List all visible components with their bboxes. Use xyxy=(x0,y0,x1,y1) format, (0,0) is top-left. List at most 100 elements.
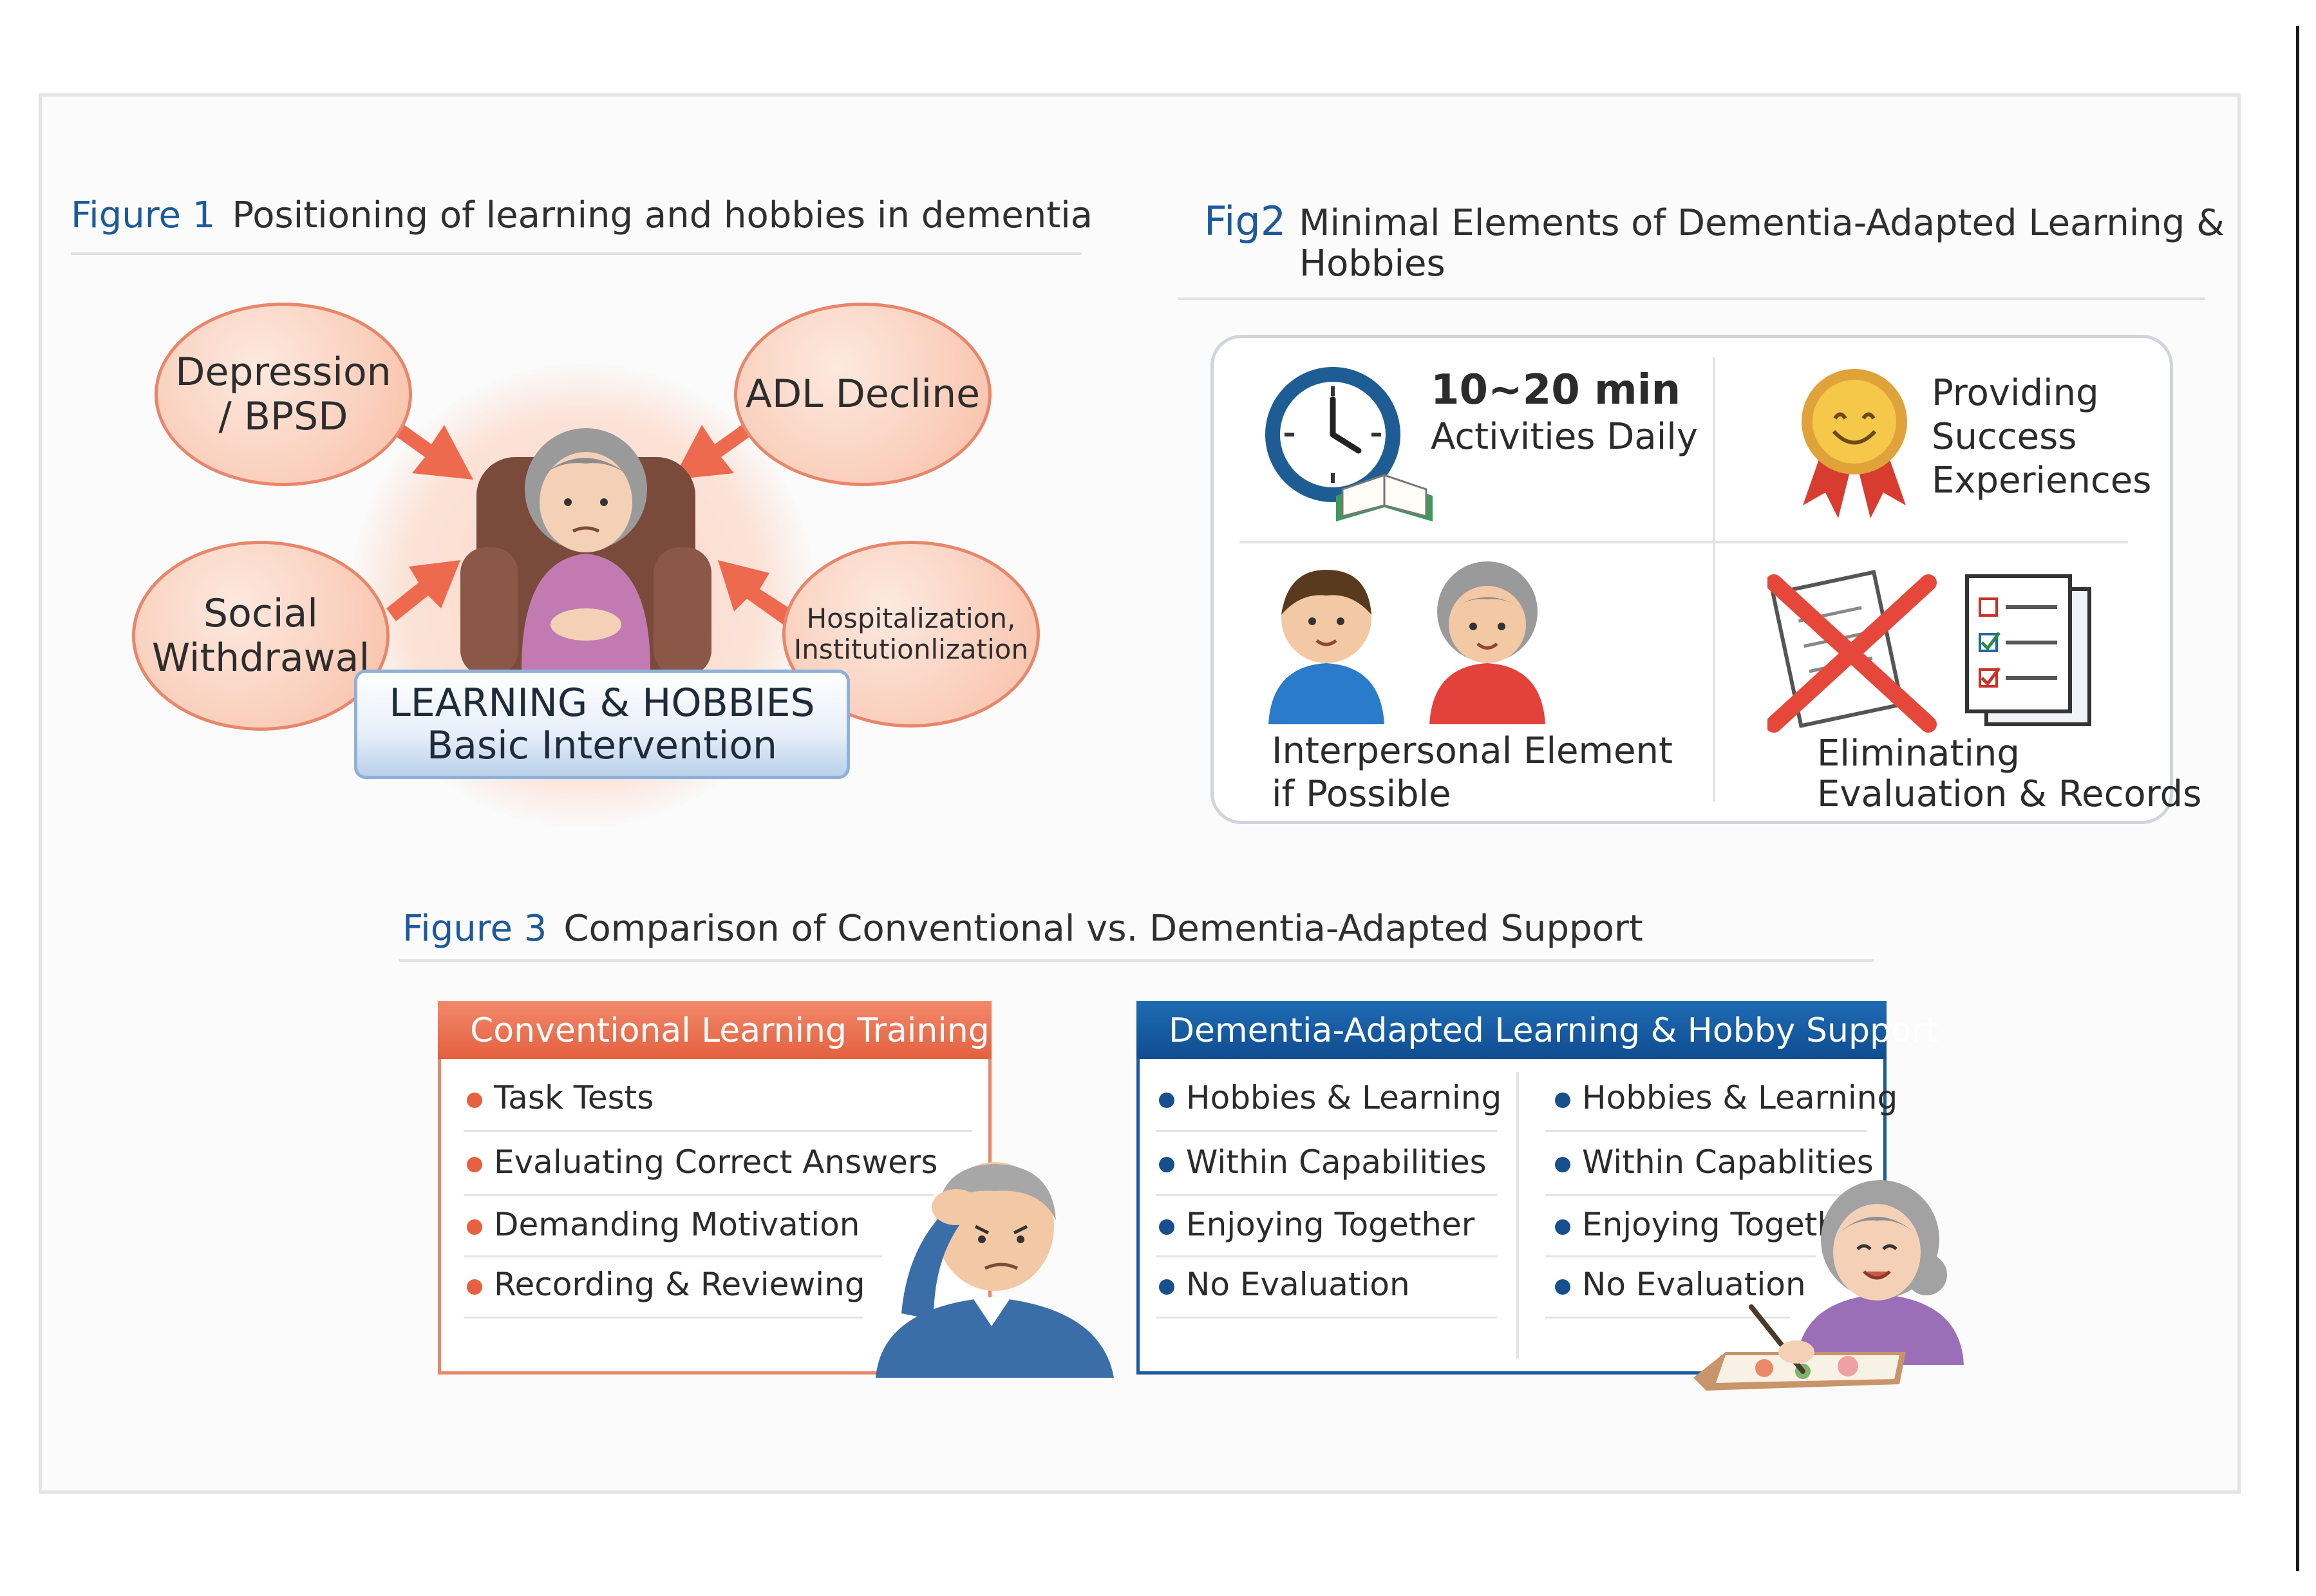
figure1-underline xyxy=(71,252,1082,255)
clock-icon xyxy=(1265,367,1433,521)
checklist-icon xyxy=(1965,574,2091,726)
daily-line2: Activities Daily xyxy=(1431,416,1698,458)
adapted-header: Dementia-Adapted Learning & Hobby Suppor… xyxy=(1136,1001,1939,1060)
people-icon xyxy=(1268,561,1545,724)
figure2-title-line1: Minimal Elements of Dementia-Adapted Lea… xyxy=(1299,202,2225,244)
row-separator xyxy=(464,1255,882,1257)
bubble-depression: Depression/ BPSD xyxy=(155,303,412,486)
adapted-right-item-text: Within Capablities xyxy=(1582,1143,1874,1181)
bullet-icon xyxy=(1555,1219,1570,1235)
arrow-depression xyxy=(380,412,473,480)
bullet-icon xyxy=(1159,1092,1174,1108)
figure3-underline xyxy=(399,959,1874,962)
arrow-hospital xyxy=(718,560,805,631)
bullet-icon xyxy=(1555,1092,1570,1108)
bullet-icon xyxy=(467,1219,482,1235)
row-separator xyxy=(464,1130,972,1132)
worried-man-illustration xyxy=(876,1162,1114,1378)
adapted-left-item-text: No Evaluation xyxy=(1186,1266,1410,1303)
adapted-left-item: Enjoying Together xyxy=(1159,1205,1474,1244)
eliminated-documents-icon xyxy=(1767,570,2091,733)
bubble-adl-text: ADL Decline xyxy=(745,371,981,417)
figure3-title-text: Comparison of Conventional vs. Dementia-… xyxy=(563,908,1643,950)
row-separator xyxy=(1156,1194,1497,1196)
daily-line1: 10~20 min xyxy=(1431,366,1681,414)
bubble-hospital-line1: Hospitalization, xyxy=(806,602,1016,634)
success-line3: Experiences xyxy=(1932,460,2152,502)
adapted-right-item-text: Hobbies & Learning xyxy=(1582,1079,1898,1116)
adapted-right-item: Hobbies & Learning xyxy=(1555,1078,1897,1117)
learning-hobbies-line1: LEARNING & HOBBIES xyxy=(389,681,815,726)
row-separator xyxy=(464,1194,934,1196)
bubble-adl: ADL Decline xyxy=(734,303,992,486)
adapted-right-item: Within Capablities xyxy=(1555,1143,1874,1181)
bullet-icon xyxy=(467,1156,482,1172)
bubble-hospital-line2: Institutionlization xyxy=(793,634,1029,665)
row-separator xyxy=(1545,1317,1790,1319)
row-separator xyxy=(1156,1255,1497,1257)
conventional-item-text: Demanding Motivation xyxy=(494,1206,860,1243)
adapted-left-item: Within Capabilities xyxy=(1159,1143,1487,1181)
panel-divider-vertical xyxy=(1713,357,1715,802)
figure1-arrows xyxy=(380,412,805,631)
arrow-adl xyxy=(673,412,766,480)
figure2-title-line2: Hobbies xyxy=(1299,243,1445,285)
row-separator xyxy=(1156,1130,1497,1132)
row-separator xyxy=(464,1317,863,1319)
figure2-title: Fig2 Minimal Elements of Dementia-Adapted… xyxy=(1204,196,2225,247)
elderly-woman-armchair-illustration xyxy=(460,428,711,676)
book-icon xyxy=(1336,473,1433,521)
bubble-depression-line1: Depression xyxy=(175,349,391,395)
bullet-icon xyxy=(1555,1279,1570,1295)
row-separator xyxy=(1545,1194,1841,1196)
row-separator xyxy=(1545,1130,1867,1132)
conventional-item: Task Tests xyxy=(467,1078,654,1117)
bubble-social-line1: Social xyxy=(203,590,318,636)
success-line2: Success xyxy=(1932,416,2077,458)
bullet-icon xyxy=(1555,1156,1570,1172)
conventional-header: Conventional Learning Training xyxy=(438,1001,992,1060)
bullet-icon xyxy=(467,1092,482,1108)
bullet-icon xyxy=(1159,1279,1174,1295)
learning-hobbies-box: LEARNING & HOBBIES Basic Intervention xyxy=(354,670,850,779)
figure2-label: Fig2 xyxy=(1204,198,1286,245)
figure1-label: Figure 1 xyxy=(71,194,216,236)
conventional-item: Recording & Reviewing xyxy=(467,1265,865,1304)
success-line1: Providing xyxy=(1932,372,2099,414)
row-separator xyxy=(1545,1255,1816,1257)
adapted-left-item-text: Hobbies & Learning xyxy=(1186,1079,1502,1116)
panel-divider-horizontal xyxy=(1239,541,2128,543)
adapted-column-divider xyxy=(1516,1072,1519,1358)
conventional-item: Evaluating Correct Answers xyxy=(467,1143,937,1181)
conventional-item-text: Task Tests xyxy=(494,1079,654,1116)
adapted-right-item: No Evaluation xyxy=(1555,1265,1806,1304)
bubble-depression-line2: / BPSD xyxy=(218,393,348,439)
figure1-title: Figure 1 Positioning of learning and hobb… xyxy=(71,193,1093,238)
learning-hobbies-line2: Basic Intervention xyxy=(426,723,778,768)
bullet-icon xyxy=(1159,1156,1174,1172)
adapted-right-item-text: No Evaluation xyxy=(1582,1266,1806,1303)
figure2-underline xyxy=(1178,297,2205,300)
happy-woman-painting-illustration xyxy=(1693,1180,1964,1391)
eliminating-line1: Eliminating xyxy=(1817,733,2020,775)
bullet-icon xyxy=(467,1279,482,1295)
conventional-item-text: Recording & Reviewing xyxy=(494,1266,865,1303)
adapted-left-item: No Evaluation xyxy=(1159,1265,1410,1304)
bullet-icon xyxy=(1159,1219,1174,1235)
adapted-left-item-text: Within Capabilities xyxy=(1186,1143,1487,1181)
conventional-item-text: Evaluating Correct Answers xyxy=(494,1143,938,1181)
conventional-box xyxy=(438,1059,992,1375)
conventional-item: Demanding Motivation xyxy=(467,1205,860,1244)
eliminating-line2: Evaluation & Records xyxy=(1817,773,2202,815)
adapted-left-item-text: Enjoying Together xyxy=(1186,1206,1475,1243)
arrow-social xyxy=(386,560,460,621)
medal-icon xyxy=(1802,369,1907,518)
figure1-title-text: Positioning of learning and hobbies in d… xyxy=(232,194,1093,236)
bubble-social-line2: Withdrawal xyxy=(151,635,370,681)
row-separator xyxy=(1156,1317,1497,1319)
interpersonal-line2: if Possible xyxy=(1272,773,1451,815)
adapted-left-item: Hobbies & Learning xyxy=(1159,1078,1502,1117)
interpersonal-line1: Interpersonal Element xyxy=(1272,730,1673,772)
